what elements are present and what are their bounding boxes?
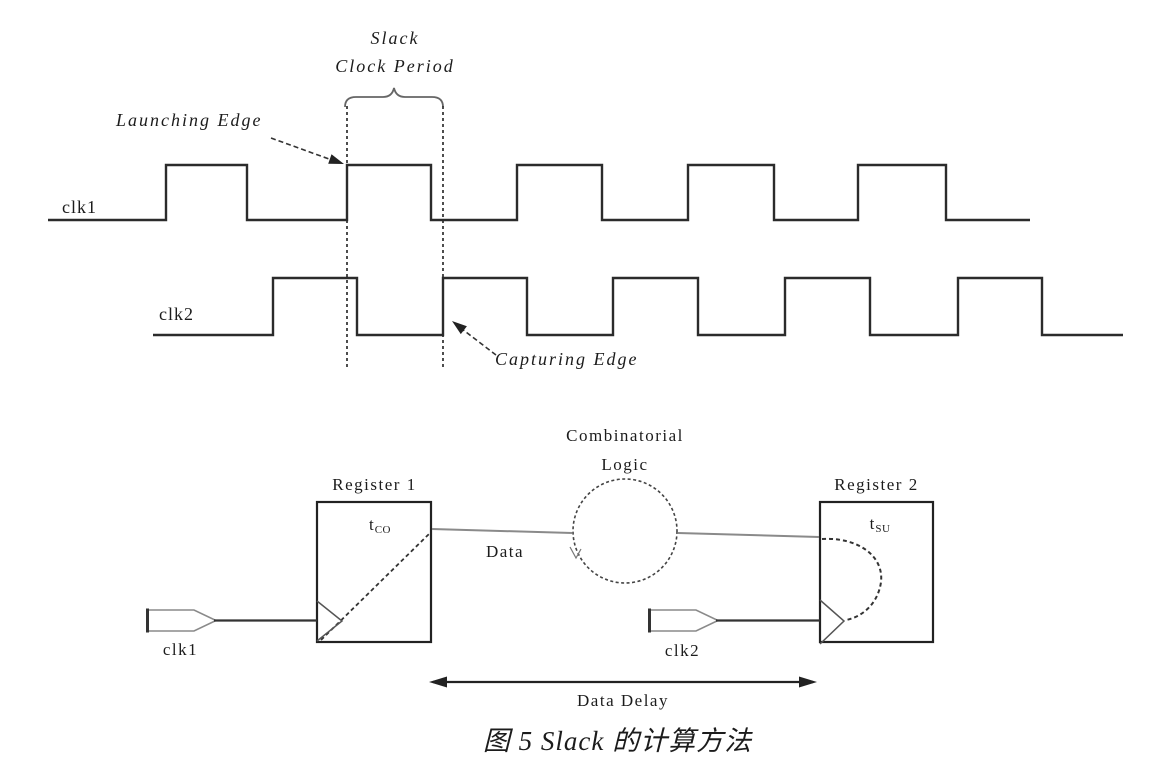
slack-label: Slack: [370, 28, 420, 48]
clk2-waveform-label: clk2: [159, 304, 194, 324]
clock-period-label: Clock Period: [335, 56, 455, 76]
data-wire-right: [677, 532, 820, 538]
register2-clock-triangle: [819, 599, 846, 645]
data-delay-arrowhead-right: [799, 676, 817, 688]
data-wire-left: [431, 528, 573, 534]
launching-edge-label: Launching Edge: [116, 110, 263, 130]
register1-diagonal: [320, 532, 431, 641]
launching-edge-arrow-shaft: [270, 137, 330, 160]
clk2-input-label: clk2: [664, 641, 701, 660]
data-label: Data: [485, 542, 525, 561]
register2-box: [818, 500, 935, 644]
tco-subscript: CO: [374, 524, 391, 536]
combinatorial-label: Combinatorial: [566, 426, 684, 445]
tsu-subscript: SU: [875, 523, 891, 535]
clock-period-brace: [344, 87, 444, 108]
register1-clock-triangle: [316, 600, 344, 642]
clk1-input-arrow-symbol: [146, 609, 218, 632]
logic-circle-notch: [569, 546, 582, 560]
capturing-edge-label: Capturing Edge: [495, 349, 639, 369]
register2-label: Register 2: [834, 475, 919, 494]
capturing-edge-arrowhead: [452, 321, 467, 335]
clk1-waveform: [48, 163, 1030, 222]
capturing-edge-arrow-shaft: [461, 328, 497, 356]
tsu-label: tSU: [845, 514, 915, 535]
data-delay-label: Data Delay: [577, 691, 669, 710]
tco-base: t: [368, 515, 375, 534]
register1-box: [315, 500, 433, 644]
register1-label: Register 1: [332, 475, 417, 494]
launching-edge-arrowhead: [328, 154, 344, 164]
figure-caption: 图 5 Slack 的计算方法: [482, 726, 753, 756]
tco-label: tCO: [345, 515, 415, 536]
combinatorial-logic-circle: [572, 478, 678, 584]
clk1-waveform-label: clk1: [62, 197, 97, 217]
clk1-input-label: clk1: [162, 640, 199, 659]
clk2-waveform: [153, 276, 1123, 337]
register2-setup-arc: [821, 537, 883, 621]
clk2-input-arrow-symbol: [648, 609, 720, 632]
tsu-base: t: [869, 514, 876, 533]
logic-label: Logic: [601, 455, 649, 474]
data-delay-arrowhead-left: [429, 676, 447, 688]
